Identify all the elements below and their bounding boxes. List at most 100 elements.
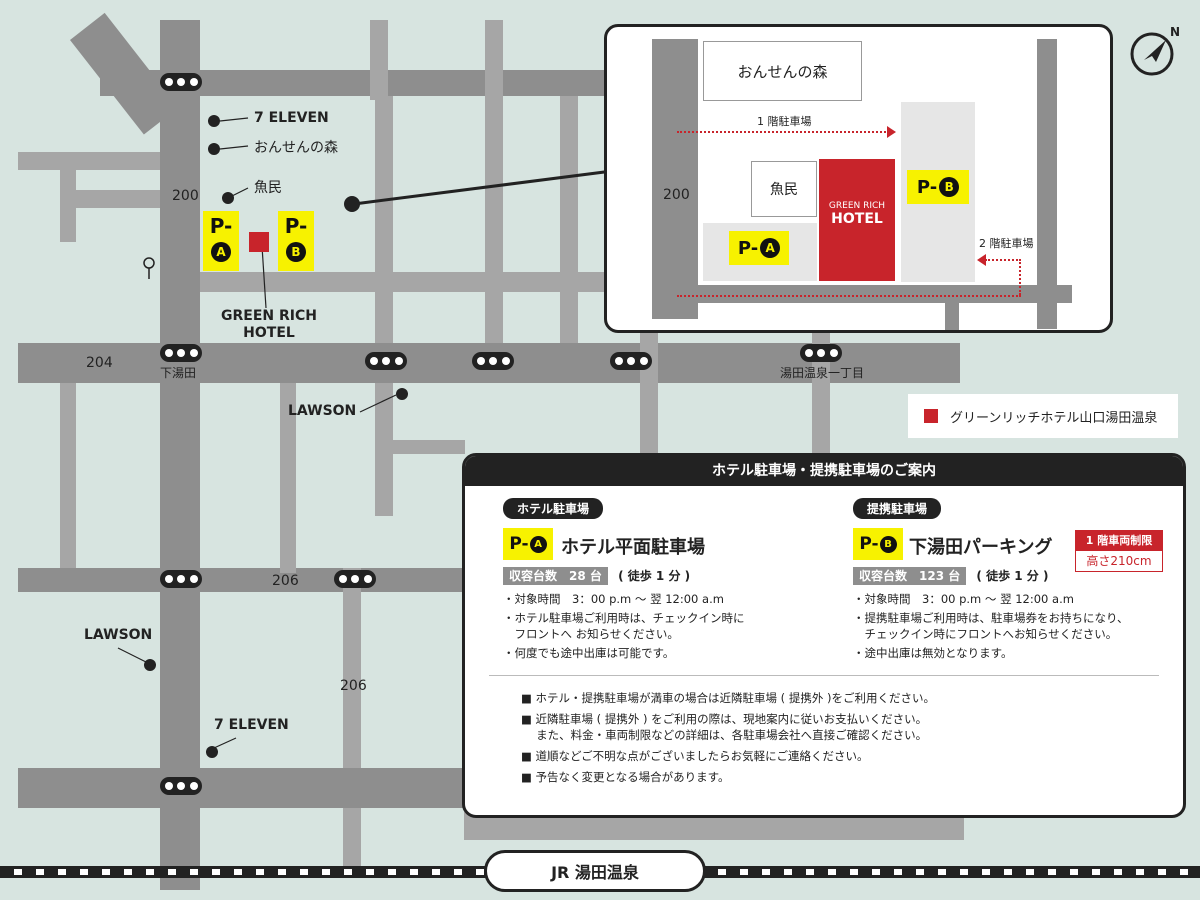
info-divider (489, 675, 1159, 676)
road-north-branch (370, 20, 388, 100)
landmark-7eleven-bottom[interactable]: 7 ELEVEN (214, 717, 289, 733)
route-206-label: 206 (272, 573, 299, 589)
hotel-parking-tag: ホテル駐車場 (503, 498, 604, 519)
inset-road-bottom-stub (945, 285, 959, 330)
traffic-signal-icon (472, 352, 514, 370)
hotel-parking-bullet: ・対象時間 3：00 p.m 〜 翌 12:00 a.m (503, 592, 724, 606)
inset-uomin-label: 魚民 (770, 182, 798, 198)
partner-parking-bullet: ・提携駐車場ご利用時は、駐車場券をお持ちになり、 (853, 611, 1129, 625)
road-bottom-horizontal (18, 768, 464, 808)
inset-floor2-top-line (985, 259, 1021, 261)
compass-north-letter: N (1170, 25, 1180, 39)
vehicle-limit-title: 1 階車両制限 (1076, 531, 1162, 551)
info-note: ■ ホテル・提携駐車場が満車の場合は近隣駐車場 ( 提携外 )をご利用ください。 (521, 691, 935, 705)
landmark-lawson-mid[interactable]: LAWSON (288, 403, 357, 419)
hotel-parking-walk: ( 徒歩 1 分 ) (618, 569, 691, 583)
hotel-label[interactable]: GREEN RICH HOTEL (214, 308, 324, 342)
inset-parking-a[interactable]: P- A (729, 231, 789, 265)
partner-parking-bullet: ・途中出庫は無効となります。 (853, 646, 1013, 660)
landmark-onsen-no-mori[interactable]: おんせんの森 (254, 140, 338, 156)
landmark-dot (144, 659, 156, 671)
traffic-signal-icon (160, 570, 202, 588)
info-note: ■ 道順などご不明な点がございましたらお気軽にご連絡ください。 (521, 749, 869, 763)
road-vertical-center-2 (485, 96, 503, 366)
compass-icon: N (1130, 25, 1180, 76)
inset-parking-b[interactable]: P- B (907, 170, 969, 204)
road-west-small-h2 (60, 190, 160, 208)
road-west-small-h (18, 152, 160, 170)
road-vertical-east (560, 96, 578, 366)
parking-a-letter: A (211, 242, 231, 262)
info-note: また、料金・車両制限などの詳細は、各駐車場会社へ直接ご確認ください。 (521, 728, 928, 742)
inset-uomin-building[interactable]: 魚民 (751, 161, 817, 217)
inset-pb-prefix: P- (916, 176, 938, 198)
road-north-branch-2 (485, 20, 503, 100)
inset-route-200-label: 200 (663, 187, 690, 203)
landmark-lawson-left[interactable]: LAWSON (84, 627, 153, 643)
route-200-label: 200 (172, 188, 199, 204)
parking-marker-b[interactable]: P- B (278, 211, 314, 271)
parking-marker-a[interactable]: P- A (203, 211, 239, 271)
partner-parking-bullets: ・対象時間 3：00 p.m 〜 翌 12:00 a.m ・提携駐車場ご利用時は… (853, 591, 1173, 664)
inset-floor2-arrowhead (977, 254, 986, 266)
traffic-signal-icon (610, 352, 652, 370)
inset-hotel-line2: HOTEL (831, 211, 883, 227)
inset-floor2-label: 2 階駐車場 (979, 237, 1034, 250)
inset-floor1-arrowhead (887, 126, 896, 138)
parking-a-prefix: P- (209, 214, 233, 238)
inset-onsen-no-mori-label: おんせんの森 (737, 62, 828, 81)
hotel-parking-bullet: ・ホテル駐車場ご利用時は、チェックイン時に (503, 611, 745, 625)
inset-hotel-line1: GREEN RICH (828, 201, 886, 211)
inset-pa-letter: A (760, 238, 781, 258)
partner-parking-bullet: ・対象時間 3：00 p.m 〜 翌 12:00 a.m (853, 592, 1074, 606)
info-notes: ■ ホテル・提携駐車場が満車の場合は近隣駐車場 ( 提携外 )をご利用ください。… (521, 690, 1151, 790)
landmark-uomin[interactable]: 魚民 (254, 180, 282, 196)
legend-hotel-swatch (924, 409, 938, 423)
road-west-vertical (60, 383, 76, 573)
vehicle-limit-value: 高さ210cm (1086, 554, 1152, 568)
road-lower-horizontal (375, 440, 465, 454)
inset-bottom-route (677, 295, 1021, 297)
hotel-parking-bullets: ・対象時間 3：00 p.m 〜 翌 12:00 a.m ・ホテル駐車場ご利用時… (503, 591, 823, 664)
intersection-shimoyuda: 下湯田 (160, 366, 197, 380)
info-note: ■ 予告なく変更となる場合があります。 (521, 770, 730, 784)
traffic-signal-icon (160, 73, 202, 91)
intersection-yuda-onsen-1chome: 湯田温泉一丁目 (780, 366, 865, 380)
station-name: JR 湯田温泉 (551, 863, 639, 882)
traffic-signal-icon (334, 570, 376, 588)
inset-road-route-200 (652, 39, 698, 319)
hotel-marker[interactable] (249, 232, 269, 252)
map-pin-icon (143, 257, 155, 279)
landmark-dot (208, 143, 220, 155)
partner-parking-code-letter: B (879, 535, 897, 553)
inset-detail-map: 200 おんせんの森 魚民 GREEN RICH HOTEL P- A P- B… (604, 24, 1113, 333)
hotel-parking-bullet: ・何度でも途中出庫は可能です。 (503, 646, 675, 660)
parking-b-prefix: P- (284, 214, 308, 238)
station-badge[interactable]: JR 湯田温泉 (484, 850, 706, 892)
partner-parking-bullet: チェックイン時にフロントへお知らせください。 (853, 627, 1118, 641)
inset-pb-letter: B (939, 177, 960, 197)
hotel-parking-code[interactable]: P- A (503, 528, 553, 560)
hotel-parking-name: ホテル平面駐車場 (561, 537, 705, 558)
partner-parking-code-prefix: P- (859, 534, 879, 554)
inset-hotel-building[interactable]: GREEN RICH HOTEL (819, 159, 895, 281)
hotel-parking-capacity: 収容台数 28 台 (503, 567, 608, 585)
inset-onsen-no-mori-building[interactable]: おんせんの森 (703, 41, 862, 101)
hotel-parking-code-prefix: P- (509, 534, 529, 554)
info-note: ■ 近隣駐車場 ( 提携外 ) をご利用の際は、現地案内に従いお支払いください。 (521, 712, 928, 726)
road-west-small-v (60, 152, 76, 242)
inset-road-east (1037, 39, 1057, 329)
landmark-dot (208, 115, 220, 127)
hotel-label-line2: HOTEL (243, 325, 295, 341)
partner-parking-code[interactable]: P- B (853, 528, 903, 560)
inset-floor1-label: 1 階駐車場 (757, 115, 812, 128)
hotel-parking-capacity-row: 収容台数 28 台 ( 徒歩 1 分 ) (503, 567, 691, 585)
route-206-vertical-label: 206 (340, 678, 367, 694)
legend: グリーンリッチホテル山口湯田温泉 (908, 394, 1178, 438)
traffic-signal-icon (365, 352, 407, 370)
landmark-7eleven-top[interactable]: 7 ELEVEN (254, 110, 329, 126)
landmark-dot (396, 388, 408, 400)
road-route-206 (18, 568, 464, 592)
traffic-signal-icon (160, 777, 202, 795)
